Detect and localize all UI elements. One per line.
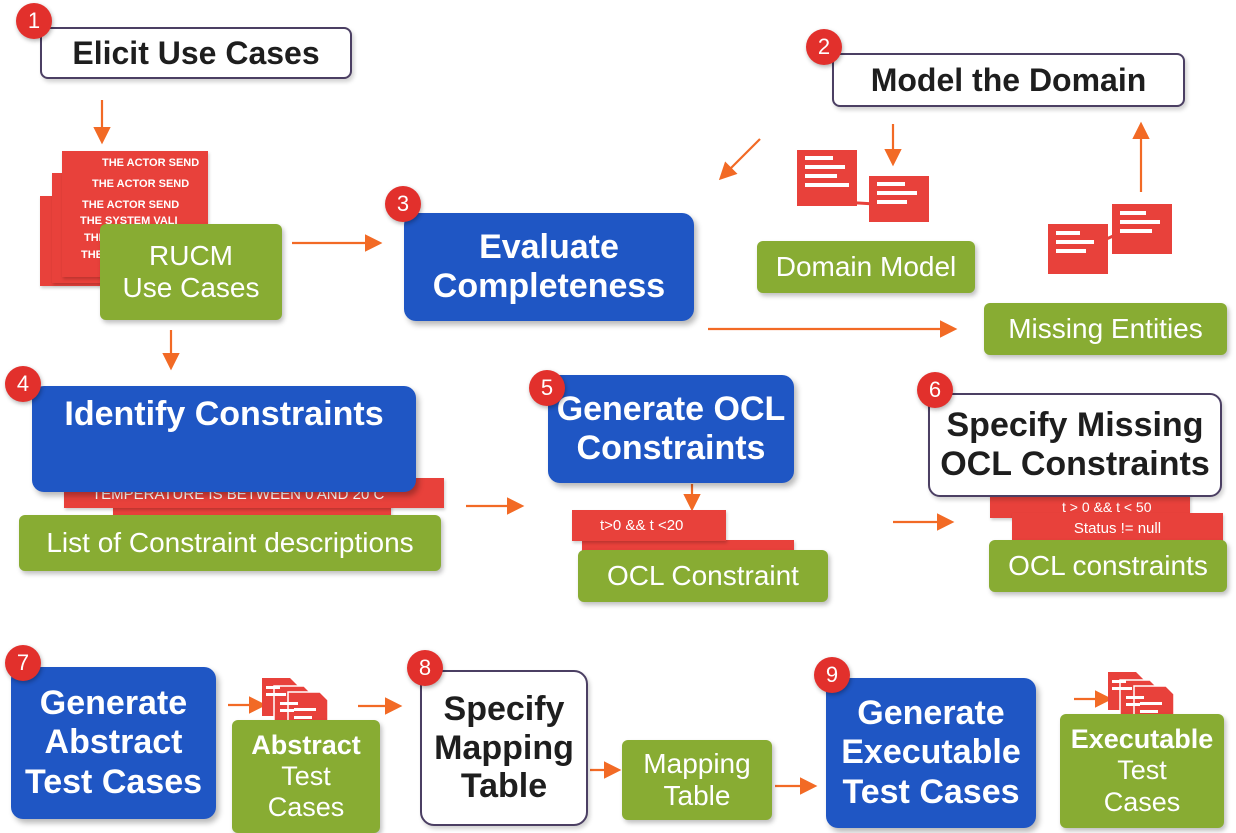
artifact-domain-model: Domain Model <box>757 241 975 293</box>
artifact-ocl-constraint-label: OCL Constraint <box>607 559 799 591</box>
step-badge-9: 9 <box>814 657 850 693</box>
artifact-rucm-use-cases: RUCM Use Cases <box>100 224 282 320</box>
step-badge-7: 7 <box>5 645 41 681</box>
step-generate-executable-test-cases: Generate Executable Test Cases <box>826 678 1036 828</box>
step-model-the-domain-label: Model the Domain <box>870 61 1147 98</box>
step-specify-missing-ocl-constraints-label: Specify Missing OCL Constraints <box>940 406 1210 483</box>
arrow-domain-to-evaluate <box>718 138 761 181</box>
step-generate-executable-test-cases-label: Generate Executable Test Cases <box>841 693 1021 811</box>
step-generate-ocl-constraints-label: Generate OCL Constraints <box>556 389 786 467</box>
step-identify-constraints: Identify Constraints <box>32 386 416 492</box>
step-elicit-use-cases-label: Elicit Use Cases <box>72 34 320 71</box>
use-case-line-2: THE ACTOR SEND <box>92 178 190 190</box>
step-specify-mapping-table: Specify Mapping Table <box>420 670 588 826</box>
artifact-mapping-table-label: Mapping Table <box>643 747 751 811</box>
artifact-constraint-list-label: List of Constraint descriptions <box>46 526 414 558</box>
step-badge-8: 8 <box>407 650 443 686</box>
step-model-the-domain: Model the Domain <box>832 53 1185 107</box>
missing-ocl-sheet-front: Status != null <box>1012 513 1223 543</box>
artifact-rucm-label: RUCM Use Cases <box>122 239 260 303</box>
step-generate-abstract-test-cases: Generate Abstract Test Cases <box>11 667 216 819</box>
step-generate-ocl-constraints: Generate OCL Constraints <box>548 375 794 483</box>
step-badge-4: 4 <box>5 366 41 402</box>
artifact-executable-test-cases: Executable Test Cases <box>1060 714 1224 828</box>
artifact-abstract-test-cases: Abstract Test Cases <box>232 720 380 833</box>
artifact-mapping-table: Mapping Table <box>622 740 772 820</box>
use-case-line-3: THE ACTOR SEND <box>82 199 180 211</box>
artifact-ocl-constraints-label: OCL constraints <box>1008 549 1208 581</box>
use-case-line-5: THI <box>84 232 102 244</box>
artifact-executable-rest: Test Cases <box>1103 755 1181 817</box>
step-generate-abstract-test-cases-label: Generate Abstract Test Cases <box>24 683 203 801</box>
artifact-missing-entities: Missing Entities <box>984 303 1227 355</box>
step-identify-constraints-label: Identify Constraints <box>64 395 384 433</box>
ocl-expression-sheet: t>0 && t <20 <box>572 510 726 541</box>
step-specify-missing-ocl-constraints: Specify Missing OCL Constraints <box>928 393 1222 497</box>
missing-ocl-bottom-text: Status != null <box>1073 519 1162 537</box>
ocl-expression-text: t>0 && t <20 <box>600 517 684 534</box>
artifact-abstract-rest: Test Cases <box>267 760 345 823</box>
artifact-abstract-title: Abstract <box>251 729 361 760</box>
step-badge-6: 6 <box>917 372 953 408</box>
step-evaluate-completeness-label: Evaluate Completeness <box>432 227 666 305</box>
step-badge-1: 1 <box>16 3 52 39</box>
artifact-ocl-constraints: OCL constraints <box>989 540 1227 592</box>
class-diagram-icon <box>797 150 929 222</box>
artifact-constraint-list: List of Constraint descriptions <box>19 515 441 571</box>
use-case-line-1: THE ACTOR SEND <box>102 157 200 169</box>
test-case-stack-icon <box>262 678 329 726</box>
test-case-stack-icon <box>1108 672 1175 720</box>
artifact-domain-model-label: Domain Model <box>775 250 957 282</box>
artifact-executable-title: Executable <box>1070 724 1214 755</box>
class-diagram-icon <box>1048 204 1172 274</box>
step-badge-2: 2 <box>806 29 842 65</box>
step-badge-3: 3 <box>385 186 421 222</box>
use-case-line-6: THE <box>81 249 103 261</box>
missing-ocl-top-text: t > 0 && t < 50 <box>1062 499 1152 515</box>
step-badge-5: 5 <box>529 370 565 406</box>
step-specify-mapping-table-label: Specify Mapping Table <box>434 689 574 806</box>
step-evaluate-completeness: Evaluate Completeness <box>404 213 694 321</box>
artifact-ocl-constraint: OCL Constraint <box>578 550 828 602</box>
artifact-missing-entities-label: Missing Entities <box>1008 312 1203 344</box>
step-elicit-use-cases: Elicit Use Cases <box>40 27 352 79</box>
